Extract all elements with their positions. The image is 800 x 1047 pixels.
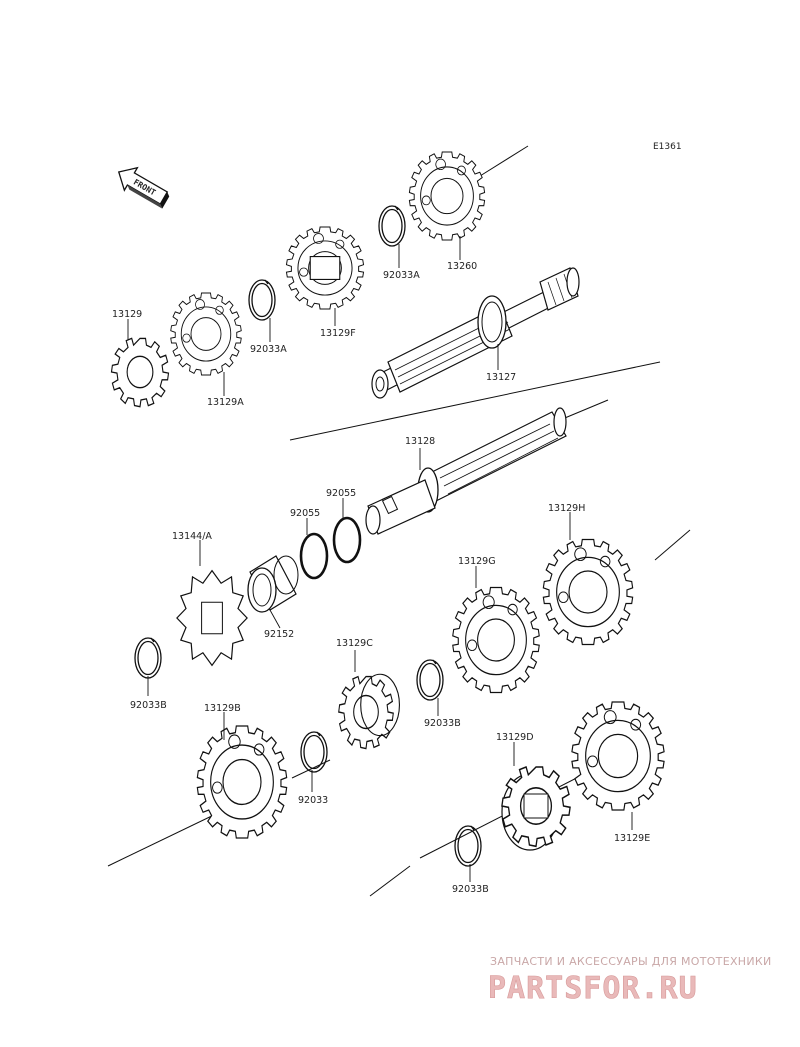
sprocket-13144-a[interactable] bbox=[177, 571, 247, 666]
watermark-logo: PARTSFOR.RU bbox=[488, 971, 698, 1006]
gear-13129b[interactable] bbox=[196, 725, 288, 839]
watermark-tagline: ЗАПЧАСТИ И АКСЕССУАРЫ ДЛЯ МОТОТЕХНИКИ bbox=[490, 955, 772, 968]
label-13129c: 13129C bbox=[336, 638, 373, 649]
gear-13129f[interactable] bbox=[285, 226, 365, 310]
label-13128: 13128 bbox=[405, 436, 435, 447]
driveshaft-13128 bbox=[366, 408, 566, 534]
front-arrow-icon: FRONT bbox=[117, 166, 170, 209]
gear-13260[interactable] bbox=[408, 151, 486, 241]
gear-13129e[interactable] bbox=[571, 701, 665, 811]
label-13129f: 13129F bbox=[320, 328, 356, 339]
shaft-axis-middle bbox=[560, 400, 690, 560]
gear-13129c[interactable] bbox=[338, 674, 400, 750]
gear-13129d[interactable] bbox=[501, 766, 571, 850]
label-92033a-top: 92033A bbox=[383, 270, 420, 281]
label-92033a-left: 92033A bbox=[250, 344, 287, 355]
label-92033b-bottom: 92033B bbox=[452, 884, 489, 895]
gear-13129h[interactable] bbox=[542, 538, 634, 646]
oring-92055-a[interactable] bbox=[299, 532, 329, 580]
label-92033b-left: 92033B bbox=[130, 700, 167, 711]
label-92152: 92152 bbox=[264, 629, 294, 640]
label-13129h: 13129H bbox=[548, 503, 585, 514]
oring-92055-b[interactable] bbox=[332, 516, 362, 564]
label-13144-a: 13144/A bbox=[172, 531, 212, 542]
label-13127: 13127 bbox=[486, 372, 516, 383]
circlip-92033a-top[interactable] bbox=[378, 205, 406, 247]
diagram-code: E1361 bbox=[653, 142, 682, 152]
label-13129g: 13129G bbox=[458, 556, 496, 567]
label-92055-b: 92055 bbox=[326, 488, 356, 499]
gear-13129a[interactable] bbox=[170, 292, 242, 376]
circlip-92033[interactable] bbox=[300, 731, 328, 773]
circlip-92033b-bottom[interactable] bbox=[454, 825, 482, 867]
label-92033b-mid: 92033B bbox=[424, 718, 461, 729]
label-13129: 13129 bbox=[112, 309, 142, 320]
gear-13129g[interactable] bbox=[452, 586, 540, 694]
gear-13129[interactable] bbox=[110, 337, 170, 408]
label-13129d: 13129D bbox=[496, 732, 534, 743]
circlip-92033b-mid[interactable] bbox=[416, 659, 444, 701]
label-92033: 92033 bbox=[298, 795, 328, 806]
label-13129e: 13129E bbox=[614, 833, 650, 844]
shaft-axis-top bbox=[290, 146, 660, 440]
label-13260: 13260 bbox=[447, 261, 477, 272]
label-13129b: 13129B bbox=[204, 703, 241, 714]
watermark: ЗАПЧАСТИ И АКСЕССУАРЫ ДЛЯ МОТОТЕХНИКИ PA… bbox=[488, 955, 772, 1006]
circlip-92033a-left[interactable] bbox=[248, 279, 276, 321]
collar-92152[interactable] bbox=[248, 556, 298, 612]
label-13129a: 13129A bbox=[207, 397, 244, 408]
countershaft-13127 bbox=[372, 268, 579, 398]
circlip-92033b-left[interactable] bbox=[134, 637, 162, 679]
label-92055-a: 92055 bbox=[290, 508, 320, 519]
